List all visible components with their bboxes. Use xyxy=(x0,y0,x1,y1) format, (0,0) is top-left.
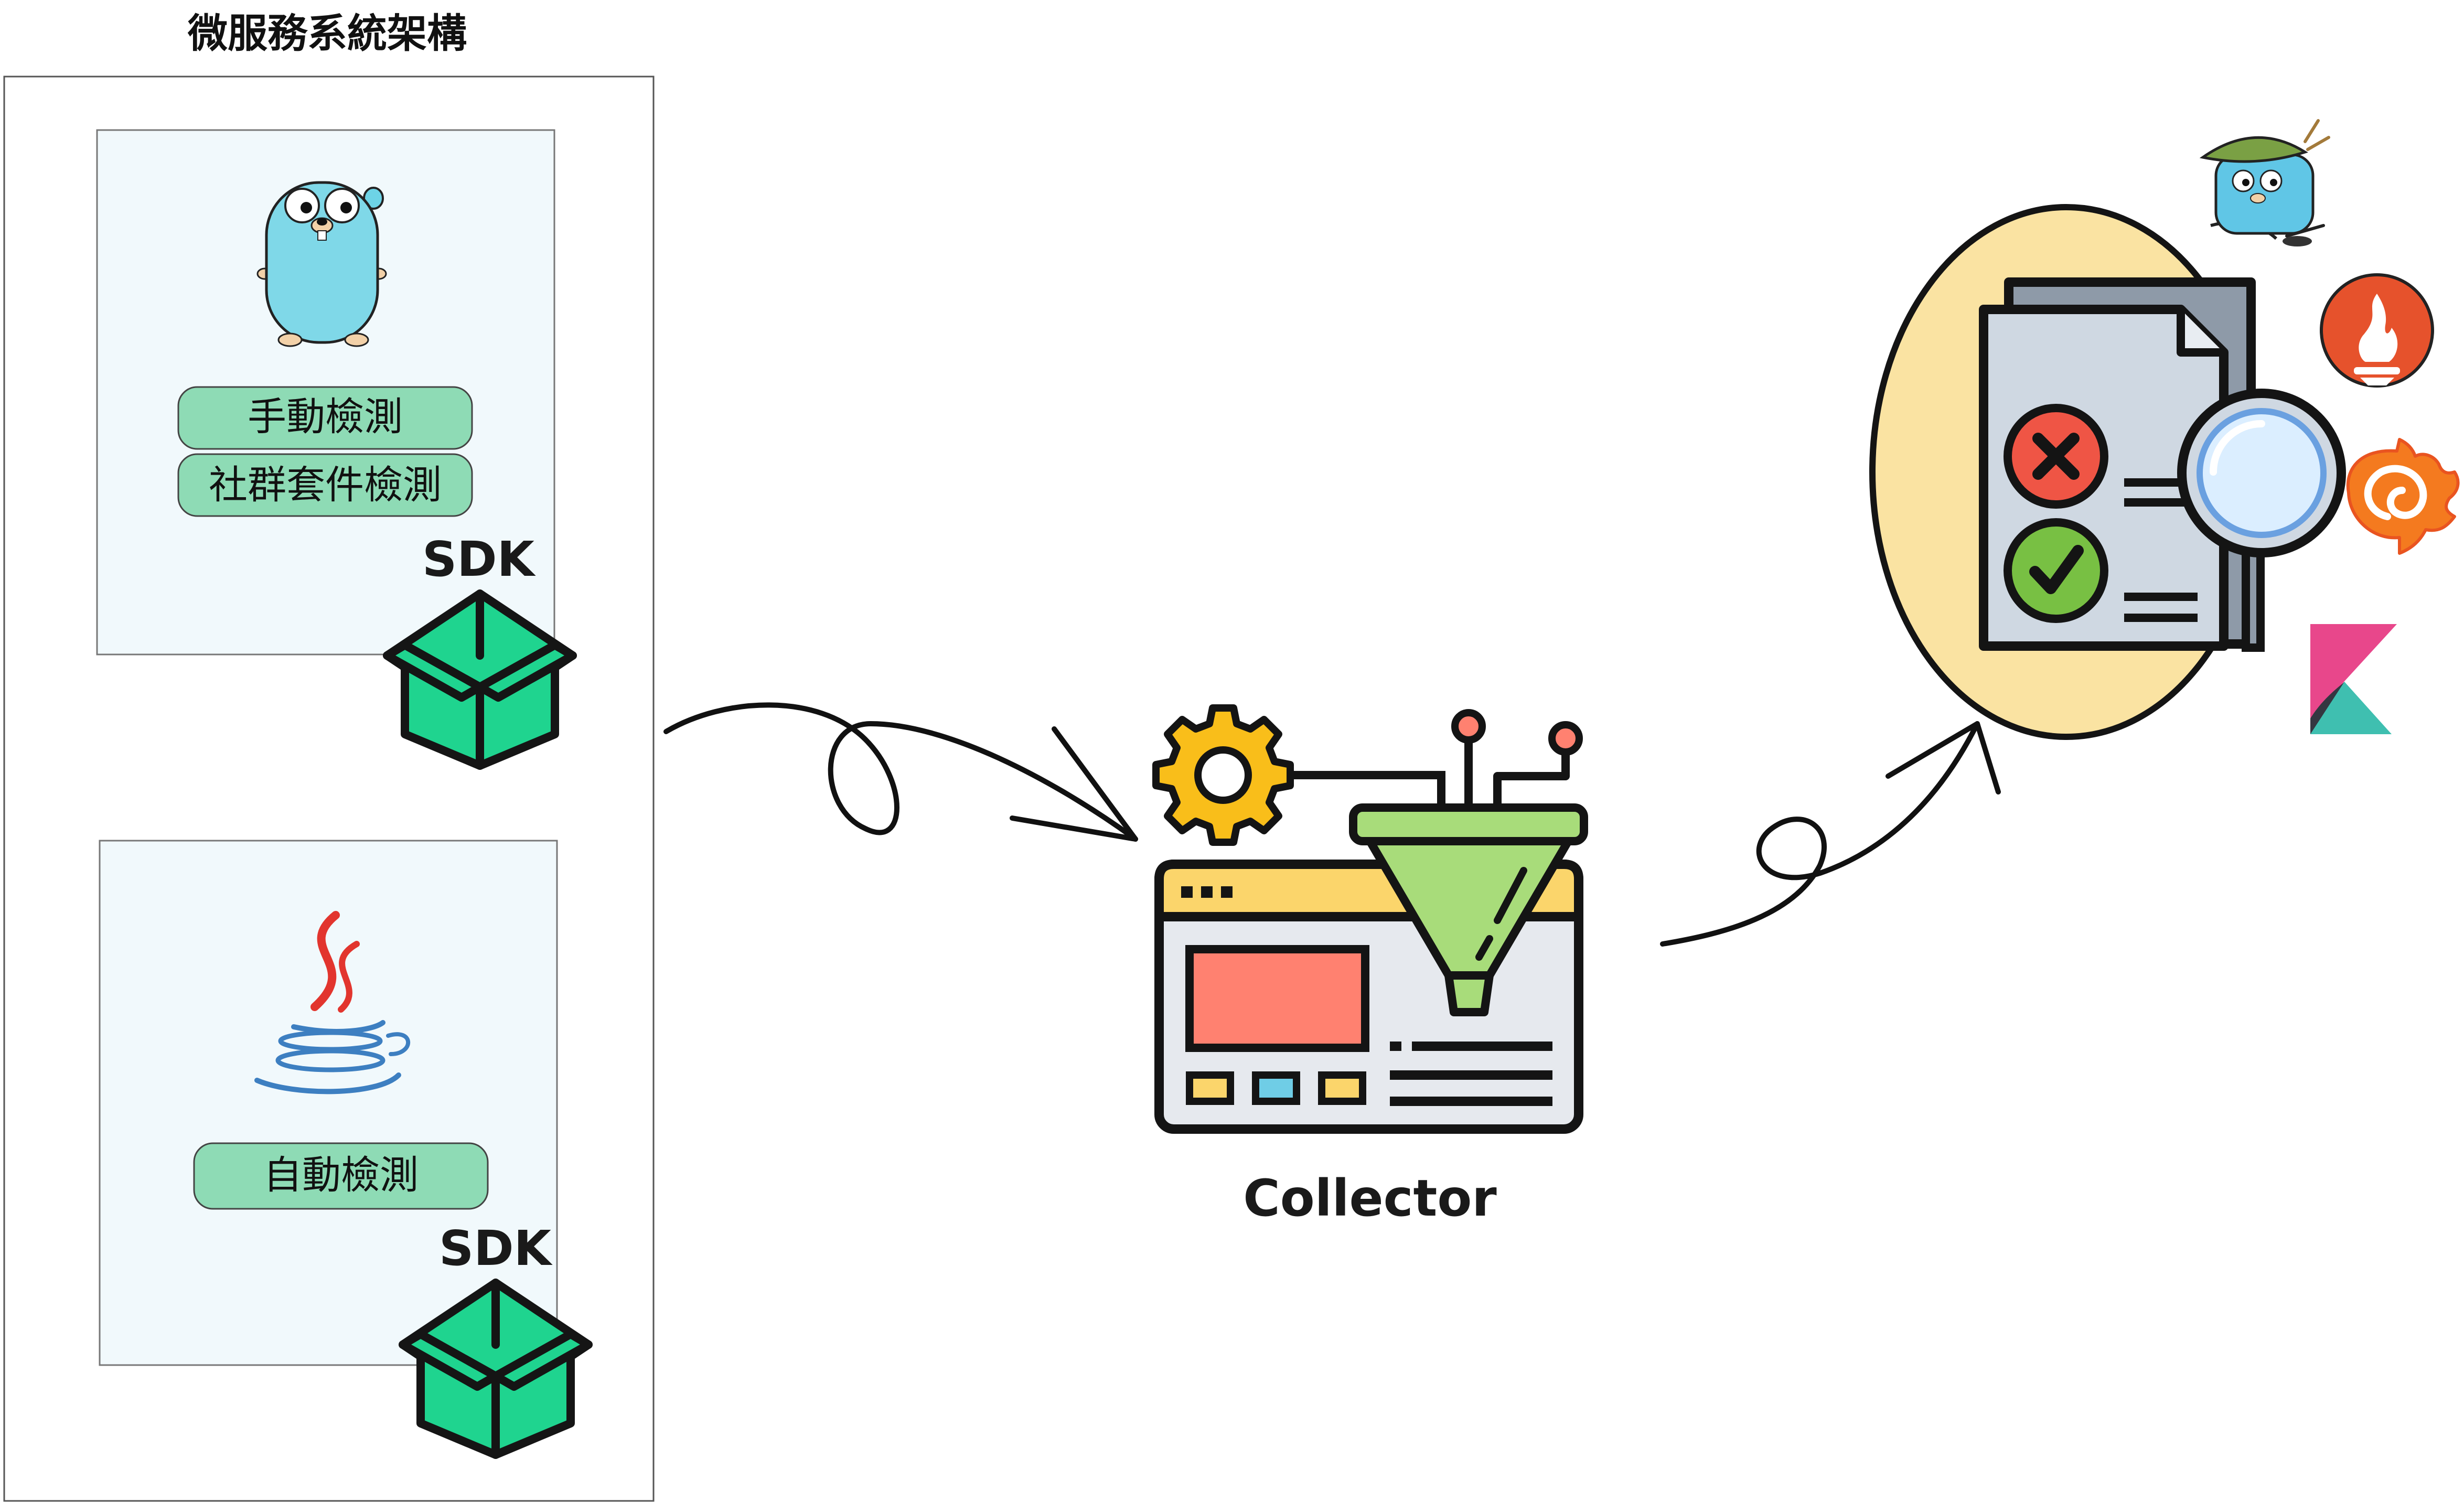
prometheus-icon xyxy=(2320,273,2434,388)
jaeger-gopher-icon xyxy=(2199,119,2330,246)
service-java: 自動檢測 SDK xyxy=(99,840,593,1459)
package-box-icon xyxy=(399,1279,593,1459)
report-magnifier-icon xyxy=(1979,277,2346,652)
grafana-icon xyxy=(2346,438,2460,555)
kibana-icon xyxy=(2310,624,2397,734)
java-coffee-icon xyxy=(254,911,411,1094)
package-box-icon xyxy=(383,589,577,770)
pill-community-library-instrumentation xyxy=(177,453,473,517)
arrow-to-collector xyxy=(663,702,1138,842)
sdk-label: SDK xyxy=(439,1220,553,1276)
pill-manual-instrumentation xyxy=(177,386,473,450)
service-go: 手動檢測 社群套件檢測 SDK xyxy=(96,129,577,770)
collector-label: Collector xyxy=(1243,1169,1497,1228)
pill-auto-instrumentation-label: 自動檢測 xyxy=(263,1153,419,1198)
sdk-label: SDK xyxy=(422,531,537,587)
pill-community-library-instrumentation-label: 社群套件檢測 xyxy=(209,463,442,508)
go-gopher-icon xyxy=(256,181,387,347)
diagram-title: 微服務系統架構 xyxy=(187,10,467,57)
pill-auto-instrumentation xyxy=(193,1142,489,1210)
arrow-to-backend xyxy=(1660,721,2001,947)
backend-analysis xyxy=(1869,119,2460,740)
pill-manual-instrumentation-label: 手動檢測 xyxy=(248,394,403,439)
funnel-browser-gear-icon xyxy=(1152,704,1588,1134)
